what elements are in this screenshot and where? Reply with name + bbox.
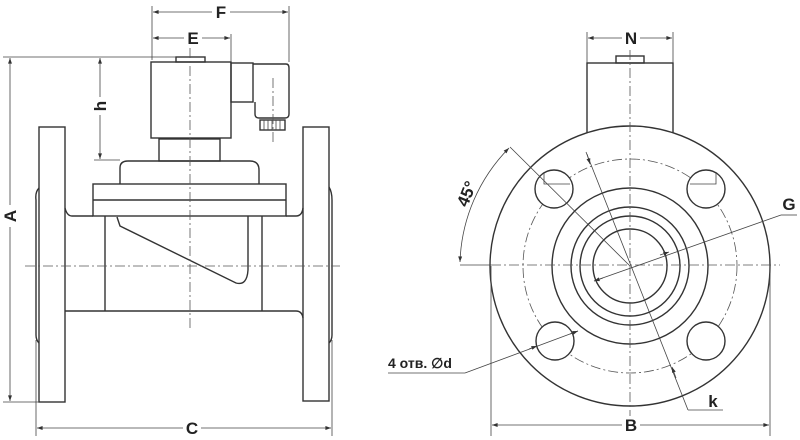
angle-45-label: 45° (453, 178, 480, 209)
bolt-hole (534, 169, 574, 209)
stem (158, 138, 221, 162)
dim-h-label: h (91, 101, 110, 111)
bolt-hole (686, 321, 726, 361)
solenoid-coil (150, 61, 232, 139)
dim-A-label: A (1, 210, 20, 222)
pipe-top (64, 207, 304, 217)
dim-F-label: F (216, 3, 226, 22)
connector-plug (253, 63, 290, 119)
dim-G-label: G (782, 195, 795, 214)
bolt-hole (535, 321, 575, 361)
connector-base (230, 62, 254, 103)
valve-seat (116, 216, 249, 285)
knurled-nut (259, 119, 286, 131)
bolt-hole (686, 169, 726, 209)
bolt-circle (522, 158, 738, 374)
holes-label: 4 отв. ∅d (388, 355, 452, 371)
coil-cap (175, 56, 206, 63)
side-view: F E A h C (1, 3, 340, 438)
left-flange (38, 126, 66, 403)
front-view: N B G k 45° 4 отв. ∅d (388, 29, 797, 436)
right-flange (302, 126, 330, 402)
dim-k-label: k (708, 392, 718, 411)
dim-N-label: N (625, 29, 637, 48)
dim-E-label: E (187, 29, 198, 48)
bonnet-dome (119, 160, 260, 184)
left-hub (35, 187, 40, 344)
right-hub (328, 186, 333, 344)
dim-B-label: B (625, 416, 637, 435)
dim-C-label: C (186, 419, 198, 438)
pipe-bottom (65, 310, 304, 319)
